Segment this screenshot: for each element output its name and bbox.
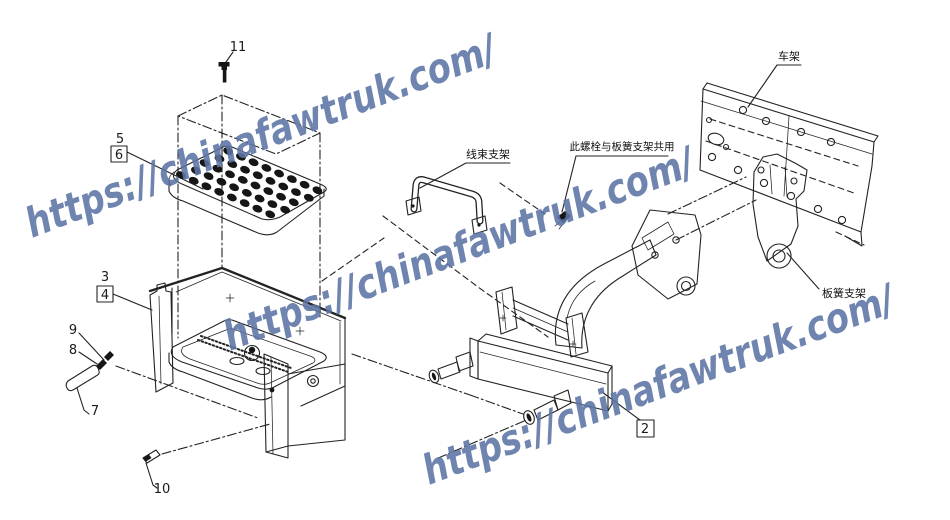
label-frame: 车架 — [778, 49, 800, 63]
leaf-spring-bracket — [752, 153, 808, 269]
callout-numbers: 11 5 6 3 4 9 8 7 10 2 — [69, 40, 649, 497]
beam-bracket-assembly — [428, 286, 613, 425]
roller-pin-upper — [428, 351, 474, 384]
pin-10 — [142, 449, 161, 464]
frame-rail — [699, 82, 879, 247]
washer-9 — [104, 351, 114, 361]
upright-plate-right — [565, 312, 589, 358]
callout-10: 10 — [154, 482, 171, 497]
callout-6: 6 — [115, 148, 123, 163]
watermark-text: https://chinafawtruk.com/ — [19, 24, 506, 247]
hardware-pins-washers — [65, 351, 161, 464]
callout-3: 3 — [101, 270, 109, 285]
step-plate-holes — [175, 147, 323, 219]
label-shared-bolt-note: 此螺栓与板簧支架共用 — [570, 140, 675, 153]
upright-plate-left — [495, 286, 518, 335]
washer-8 — [96, 359, 107, 370]
callout-9: 9 — [69, 323, 77, 338]
callout-5: 5 — [116, 132, 124, 147]
step-plate — [168, 145, 327, 236]
projection-dashes — [321, 118, 865, 338]
callout-2: 2 — [641, 422, 649, 437]
callout-8: 8 — [69, 343, 77, 358]
callout-box-4 — [96, 285, 114, 303]
gooseneck-arm — [554, 239, 657, 349]
callout-box-2 — [636, 419, 655, 438]
callout-box-6 — [110, 145, 128, 163]
shared-bolt — [554, 211, 571, 230]
callout-11: 11 — [230, 40, 247, 55]
watermarks: https://chinafawtruk.com/ https://chinaf… — [19, 24, 904, 494]
callout-7: 7 — [91, 404, 99, 419]
label-wire-harness-bracket: 线束支架 — [466, 147, 510, 161]
wire-harness-bracket — [405, 176, 488, 235]
leader-lines — [76, 51, 820, 489]
roller-pin-lower — [523, 389, 572, 425]
watermark-text: https://chinafawtruk.com/ — [416, 274, 904, 494]
gusset-plate — [631, 209, 702, 300]
label-leaf-spring-bracket: 板簧支架 — [822, 286, 866, 300]
callout-4: 4 — [101, 288, 109, 303]
battery-step-box — [148, 266, 347, 459]
part-labels: 线束支架 此螺栓与板簧支架共用 车架 板簧支架 — [466, 49, 866, 300]
projection-centerlines — [115, 94, 757, 460]
side-bracket — [149, 282, 174, 393]
bolt-11 — [218, 62, 230, 83]
pin-7 — [65, 364, 100, 392]
watermark-text: https://chinafawtruk.com/ — [217, 137, 704, 360]
